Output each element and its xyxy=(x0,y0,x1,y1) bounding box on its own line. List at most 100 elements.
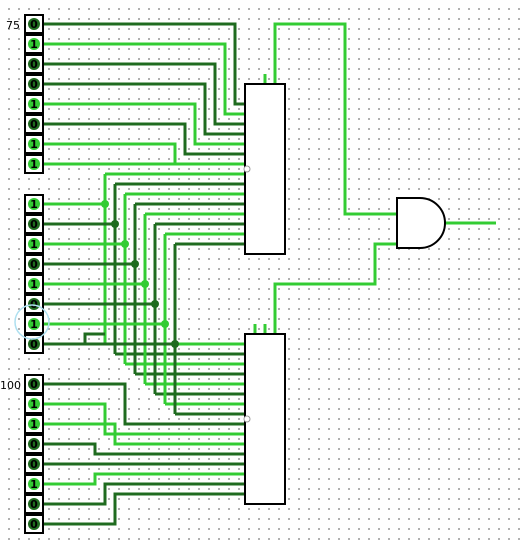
wire-a-1[interactable] xyxy=(43,42,245,116)
comparator-top[interactable] xyxy=(244,83,286,255)
input-b-bit-5[interactable]: 0 xyxy=(24,294,44,314)
input-a-bit-6-value: 1 xyxy=(30,138,38,151)
selection-highlight xyxy=(14,304,50,340)
and-gate[interactable] xyxy=(396,197,446,249)
input-c-bit-0-value: 0 xyxy=(30,378,38,391)
wire-a-5[interactable] xyxy=(43,122,245,156)
input-a-bit-0-led xyxy=(28,18,40,30)
input-b-bit-7-value: 0 xyxy=(30,338,38,351)
wire-c-3[interactable] xyxy=(43,442,245,456)
input-b-bit-7-led xyxy=(28,338,40,350)
input-b-bit-4[interactable]: 1 xyxy=(24,274,44,294)
wire-junction xyxy=(171,340,179,348)
labels: 75 100 xyxy=(0,19,21,392)
input-a-bit-4[interactable]: 1 xyxy=(24,94,44,114)
input-c-bit-3-value: 0 xyxy=(30,438,38,451)
input-c-bit-7[interactable]: 0 xyxy=(24,514,44,534)
wire-b-extra[interactable] xyxy=(43,332,105,346)
input-c-bit-4[interactable]: 0 xyxy=(24,454,44,474)
input-b-bit-0[interactable]: 1 xyxy=(24,194,44,214)
junctions xyxy=(101,200,179,348)
input-c-bit-6[interactable]: 0 xyxy=(24,494,44,514)
wire-c-1[interactable] xyxy=(43,402,245,436)
input-c-bit-6-led xyxy=(28,498,40,510)
wire-bottom-out[interactable] xyxy=(273,242,397,334)
input-a-bit-7-led xyxy=(28,158,40,170)
input-a-bit-1-led xyxy=(28,38,40,50)
components xyxy=(243,83,446,505)
input-c-bit-5-led xyxy=(28,478,40,490)
input-c-bit-6-value: 0 xyxy=(30,498,38,511)
input-c-bit-1-led xyxy=(28,398,40,410)
wire-top-out[interactable] xyxy=(273,22,397,216)
input-b-bit-3-led xyxy=(28,258,40,270)
input-a-bit-3[interactable]: 0 xyxy=(24,74,44,94)
wire-a-0[interactable] xyxy=(43,22,245,106)
input-b-bit-3[interactable]: 0 xyxy=(24,254,44,274)
input-b-bit-1[interactable]: 0 xyxy=(24,214,44,234)
input-a-bit-2[interactable]: 0 xyxy=(24,54,44,74)
input-b-bit-4-value: 1 xyxy=(30,278,38,291)
input-a-bit-0-value: 0 xyxy=(30,18,38,31)
input-a-bit-4-value: 1 xyxy=(30,98,38,111)
input-a-bit-6-led xyxy=(28,138,40,150)
input-a-bit-5[interactable]: 0 xyxy=(24,114,44,134)
input-c-bit-2-value: 1 xyxy=(30,418,38,431)
wire-c-7[interactable] xyxy=(43,492,245,526)
wire-junction xyxy=(101,200,109,208)
input-b-bit-1-value: 0 xyxy=(30,218,38,231)
input-c-bit-1[interactable]: 1 xyxy=(24,394,44,414)
input-a-bit-7[interactable]: 1 xyxy=(24,154,44,174)
input-a-label: 75 xyxy=(6,19,20,32)
wire-a-4[interactable] xyxy=(43,102,245,146)
input-c-bit-5[interactable]: 1 xyxy=(24,474,44,494)
input-c-bit-2[interactable]: 1 xyxy=(24,414,44,434)
wire-c-6[interactable] xyxy=(43,482,245,506)
input-a-bit-0[interactable]: 0 xyxy=(24,14,44,34)
input-b-bit-2-led xyxy=(28,238,40,250)
input-a-bit-5-led xyxy=(28,118,40,130)
comparator-bottom-clock-pin xyxy=(243,415,251,423)
comparator-bottom[interactable] xyxy=(244,333,286,505)
input-a-bit-3-led xyxy=(28,78,40,90)
input-b-bit-3-value: 0 xyxy=(30,258,38,271)
input-c-bit-0[interactable]: 0 xyxy=(24,374,44,394)
input-c-bit-4-led xyxy=(28,458,40,470)
wire-c-5[interactable] xyxy=(43,472,245,486)
input-c-bit-4-value: 0 xyxy=(30,458,38,471)
wire-a-2[interactable] xyxy=(43,62,245,126)
wire-junction xyxy=(111,220,119,228)
wire-junction xyxy=(131,260,139,268)
wire-junction xyxy=(141,280,149,288)
input-b-bit-5-led xyxy=(28,298,40,310)
input-a-bit-1-value: 1 xyxy=(30,38,38,51)
wires xyxy=(43,22,496,526)
input-b-bit-6[interactable]: 1 xyxy=(24,314,44,334)
wire-c-0[interactable] xyxy=(43,382,245,426)
input-b-bit-2-value: 1 xyxy=(30,238,38,251)
wire-junction xyxy=(151,300,159,308)
wire-junction xyxy=(161,320,169,328)
comparator-top-clock-pin xyxy=(243,165,251,173)
input-c-bit-3[interactable]: 0 xyxy=(24,434,44,454)
input-a-bit-5-value: 0 xyxy=(30,118,38,131)
input-b-bit-4-led xyxy=(28,278,40,290)
input-b-bit-6-led xyxy=(28,318,40,330)
input-a-bit-1[interactable]: 1 xyxy=(24,34,44,54)
wire-a-3[interactable] xyxy=(43,82,245,136)
wire-c-2[interactable] xyxy=(43,422,245,446)
input-b-bit-0-value: 1 xyxy=(30,198,38,211)
input-c-bit-1-value: 1 xyxy=(30,398,38,411)
input-b-bit-6-value: 1 xyxy=(30,318,38,331)
input-c-label: 100 xyxy=(0,379,21,392)
input-a-bit-7-value: 1 xyxy=(30,158,38,171)
input-a-bit-6[interactable]: 1 xyxy=(24,134,44,154)
input-c-bit-7-led xyxy=(28,518,40,530)
input-a-bit-3-value: 0 xyxy=(30,78,38,91)
wire-junction xyxy=(121,240,129,248)
input-c-bit-7-value: 0 xyxy=(30,518,38,531)
input-b-bit-2[interactable]: 1 xyxy=(24,234,44,254)
input-b-bit-1-led xyxy=(28,218,40,230)
input-c-bit-3-led xyxy=(28,438,40,450)
